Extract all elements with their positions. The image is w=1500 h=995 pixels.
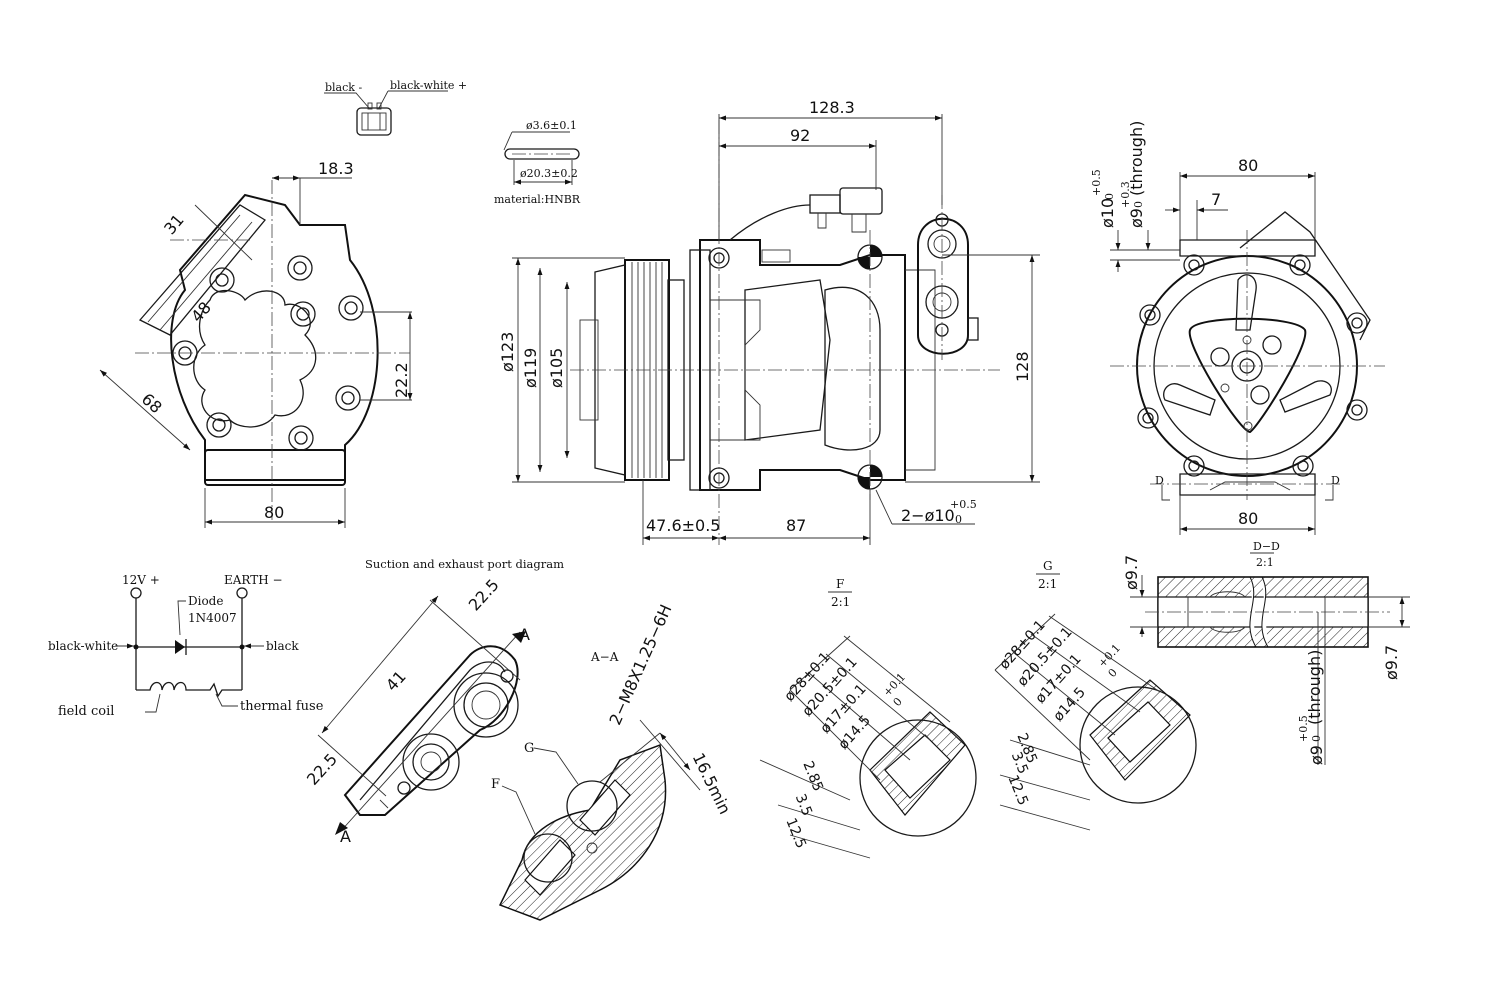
detail-f-d3-5: 3.5 <box>792 792 815 819</box>
port-dim-22-5-top: 22.5 <box>465 575 503 614</box>
detail-f-scale: 2:1 <box>831 595 850 609</box>
wiring-12v: 12V + <box>122 573 160 587</box>
wiring-diode: Diode <box>188 594 223 608</box>
detail-g-d14-5-low: 0 <box>1106 666 1120 680</box>
section-aa-title: A−A <box>590 650 619 664</box>
section-dd-d9-7-right: ø9.7 <box>1382 645 1401 680</box>
oring-material: material:HNBR <box>494 193 581 206</box>
side-dim-d105: ø105 <box>547 348 566 388</box>
detail-g-scale: 2:1 <box>1038 577 1057 591</box>
detail-f-d2-85: 2.85 <box>799 759 826 794</box>
detail-f-d14-5-low: 0 <box>891 695 905 709</box>
detail-g-d3-5: 3.5 <box>1008 750 1031 777</box>
section-aa-mark-g: G <box>524 741 534 756</box>
detail-f: F 2:1 ø28±0.1 ø20.5±0.1 ø17±0.1 ø14.5 +0… <box>759 577 977 859</box>
detail-f-d12-5: 12.5 <box>782 816 809 851</box>
side-dim-92: 92 <box>790 126 810 145</box>
connector-detail: black - black-white + <box>324 79 467 136</box>
port-mark-a-top: A <box>519 625 530 644</box>
front-view: 80 7 ø10 +0.5 0 ø9 +0.3 0 (through) 80 D… <box>1090 121 1385 535</box>
connector-black-white-label: black-white + <box>390 79 467 92</box>
oring-detail: ø3.6±0.1 ø20.3±0.2 material:HNBR <box>494 119 581 206</box>
wiring-diode-part: 1N4007 <box>188 611 237 625</box>
rear-dim-22-2: 22.2 <box>392 362 411 398</box>
front-hole10-low: 0 <box>1103 193 1116 200</box>
section-aa-thread: 2−M8X1.25−6H <box>605 602 675 728</box>
detail-f-title: F <box>836 577 844 591</box>
detail-g-title: G <box>1043 559 1053 573</box>
front-hole10-tol: +0.5 <box>1090 169 1103 196</box>
section-aa: A−A 2−M8X1.25−6H 16.5min G F <box>491 602 735 921</box>
front-section-mark-left: D <box>1155 474 1164 487</box>
wiring-black: black <box>266 639 299 653</box>
wiring-earth: EARTH − <box>224 573 283 587</box>
front-hole9: ø9 <box>1127 208 1146 228</box>
front-hole10: ø10 <box>1098 198 1117 228</box>
front-dim-80-top: 80 <box>1238 156 1258 175</box>
side-dim-128-3: 128.3 <box>809 98 855 117</box>
port-mark-a-bottom: A <box>340 827 351 846</box>
side-hole-tol: +0.5 <box>950 498 977 511</box>
front-dim-7: 7 <box>1211 190 1221 209</box>
rear-dim-68: 68 <box>138 389 166 417</box>
rear-dim-48: 48 <box>187 298 215 326</box>
oring-inner-dia: ø20.3±0.2 <box>520 167 578 180</box>
side-dim-d119: ø119 <box>521 348 540 388</box>
section-dd-hole9: ø9 <box>1307 745 1326 765</box>
section-dd: D−D 2:1 ø9.7 ø9.7 ø9 +0.5 0 (through) <box>1122 540 1410 765</box>
port-dim-41: 41 <box>382 667 410 695</box>
side-dim-87: 87 <box>786 516 806 535</box>
rear-dim-80: 80 <box>264 503 284 522</box>
side-dim-47-6: 47.6±0.5 <box>646 516 720 535</box>
wiring-thermal-fuse: thermal fuse <box>240 699 324 714</box>
side-dim-d123: ø123 <box>498 332 517 372</box>
port-diagram: Suction and exhaust port diagram A A 22.… <box>303 557 564 846</box>
section-dd-hole9-tol: +0.5 <box>1297 715 1310 742</box>
port-diagram-title: Suction and exhaust port diagram <box>365 557 564 571</box>
front-hole9-note: (through) <box>1127 121 1146 196</box>
section-dd-hole9-note: (through) <box>1305 650 1324 725</box>
side-hole-low: 0 <box>955 513 962 526</box>
rear-dim-18-3: 18.3 <box>318 159 354 178</box>
front-section-mark-right: D <box>1331 474 1340 487</box>
section-dd-scale: 2:1 <box>1256 556 1274 569</box>
front-dim-80-bottom: 80 <box>1238 509 1258 528</box>
detail-g-d12-5: 12.5 <box>1004 773 1031 808</box>
section-dd-hole9-low: 0 <box>1310 735 1323 742</box>
rear-view: 18.3 31 48 68 22.2 80 <box>99 159 413 528</box>
wiring-field-coil: field coil <box>58 704 114 719</box>
connector-black-label: black - <box>325 81 362 94</box>
section-aa-mark-f: F <box>491 777 500 792</box>
port-dim-22-5-bottom: 22.5 <box>303 750 341 789</box>
section-aa-depth: 16.5min <box>689 750 735 817</box>
section-dd-title: D−D <box>1253 540 1280 553</box>
rear-dim-31: 31 <box>160 210 188 238</box>
section-dd-d9-7-top: ø9.7 <box>1122 555 1141 590</box>
front-hole9-tol: +0.3 <box>1119 181 1132 208</box>
oring-wire-dia: ø3.6±0.1 <box>526 119 577 132</box>
front-hole9-low: 0 <box>1132 201 1145 208</box>
side-view: 128.3 92 ø123 ø119 ø105 128 47.6±0.5 87 … <box>498 98 1040 545</box>
side-hole-dim: 2−ø10 <box>901 506 955 525</box>
wiring-diagram: 12V + EARTH − Diode 1N4007 black-white b… <box>48 573 324 719</box>
wiring-black-white: black-white <box>48 639 118 653</box>
side-dim-128: 128 <box>1013 351 1032 382</box>
